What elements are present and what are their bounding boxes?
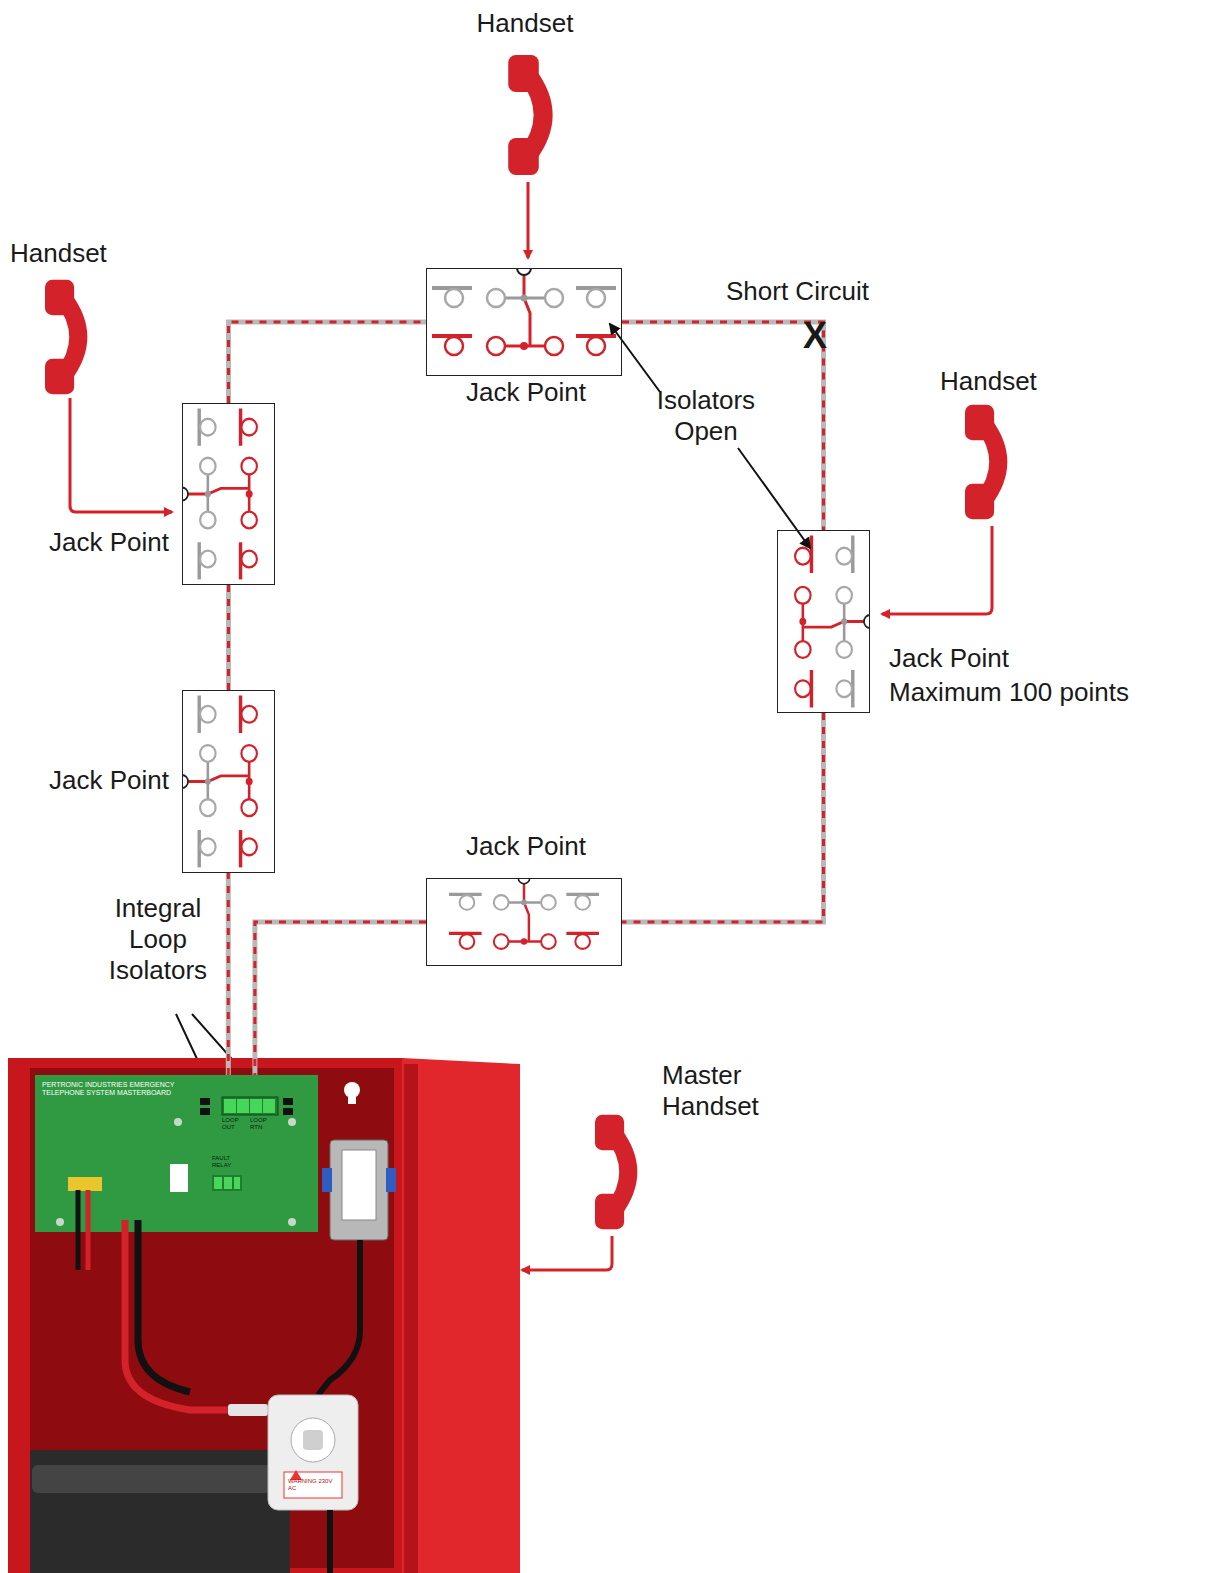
jack-point-label: Jack Point	[49, 527, 169, 558]
cable-grey-core	[255, 922, 426, 1075]
twisted-pair-cable	[622, 713, 824, 922]
jack-point-box: Jack Point	[182, 403, 275, 585]
cable-grey-core	[226, 873, 231, 1075]
cable-red-core	[622, 713, 824, 922]
cable-grey-core	[226, 585, 231, 690]
jack-point-box: Jack Point	[426, 878, 622, 966]
handset-icon	[508, 55, 543, 175]
twisted-pair-cable	[228, 585, 229, 690]
handset-icon	[595, 1115, 628, 1229]
jack-point-label: Jack Point	[466, 377, 586, 408]
jack-point-box: Jack Point	[182, 690, 275, 873]
cable-red-core	[227, 585, 230, 690]
handset-icon	[45, 280, 78, 394]
callout-label: WARNING 230V AC	[288, 1478, 340, 1492]
cable-red-core	[255, 922, 426, 1075]
callout-label: Handset	[10, 238, 107, 269]
cable-red-core	[229, 322, 427, 403]
jack-switches	[426, 261, 622, 376]
jack-switches	[777, 530, 876, 713]
callout-label: LOOP OUT	[222, 1117, 246, 1131]
callout-label: Isolators Open	[641, 385, 771, 447]
jack-point-label: Jack Point	[49, 765, 169, 796]
jack-point-box: Jack Point	[426, 268, 622, 376]
cable-grey-core	[622, 322, 824, 530]
callout-label: FAULT RELAY	[212, 1155, 244, 1169]
cable-red-core	[227, 873, 230, 1075]
jack-switches	[444, 872, 604, 966]
short-marker: X	[803, 314, 827, 357]
twisted-pair-cable	[229, 322, 427, 403]
twisted-pair-cable	[622, 322, 824, 530]
jack-point-label: Jack Point	[889, 643, 1009, 674]
jack-switches	[176, 403, 275, 585]
masterboard: PERTRONIC INDUSTRIES EMERGENCY TELEPHONE…	[35, 1075, 318, 1232]
callout-label: Integral Loop Isolators	[98, 893, 218, 987]
twisted-pair-cable	[255, 922, 426, 1075]
jack-point-box: Jack PointMaximum 100 points	[777, 530, 870, 713]
cable-grey-core	[622, 713, 824, 922]
handset-icon	[965, 405, 998, 519]
callout-label: Short Circuit	[726, 276, 869, 307]
cable-red-core	[622, 322, 824, 530]
callout-label: Master Handset	[662, 1060, 802, 1122]
control-panel	[8, 1058, 520, 1573]
jack-point-label: Maximum 100 points	[889, 677, 1129, 708]
jack-switches	[176, 690, 275, 873]
twisted-pair-cable	[228, 873, 229, 1075]
board-text: PERTRONIC INDUSTRIES EMERGENCY TELEPHONE…	[42, 1081, 192, 1098]
jack-point-label: Jack Point	[466, 831, 586, 862]
leader-lines	[176, 324, 810, 1093]
callout-label: Handset	[940, 366, 1037, 397]
callout-label: Handset	[477, 8, 574, 39]
callout-label: LOOP RTN	[250, 1117, 274, 1131]
cable-grey-core	[229, 322, 427, 403]
